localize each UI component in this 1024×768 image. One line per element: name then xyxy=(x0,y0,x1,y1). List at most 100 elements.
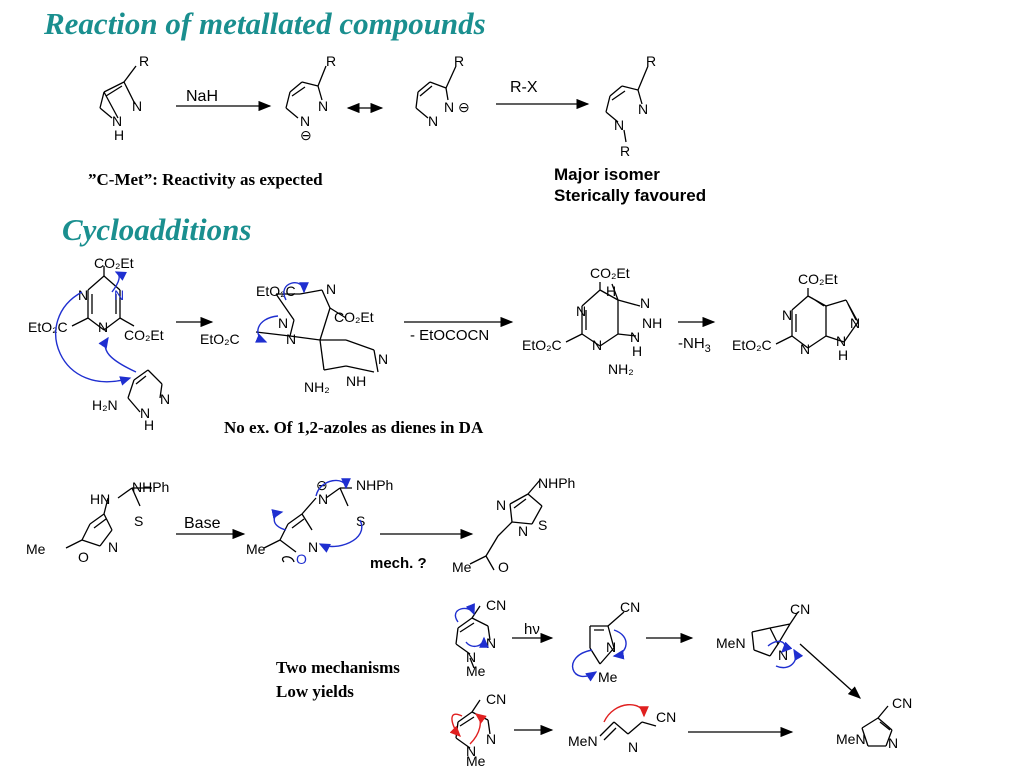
atom-label: CO₂Et xyxy=(334,309,374,325)
major-isomer-line: Major isomer xyxy=(554,165,660,184)
bicyclic-intermediate-1: CN N Me xyxy=(571,599,640,685)
atom-label: EtO₂C xyxy=(732,337,772,353)
pyrazolide-anion-resonance: R N ⊖ N xyxy=(415,53,470,129)
atom-label: N xyxy=(326,281,336,297)
two-mechanisms-line: Two mechanisms xyxy=(276,658,400,677)
atom-label: N xyxy=(98,319,108,335)
atom-label: R xyxy=(139,53,149,69)
n-methylpyrazole-carbonitrile-top: CN N N Me xyxy=(454,597,506,679)
atom-label: MeN xyxy=(568,733,598,749)
atom-label: MeN xyxy=(836,731,866,747)
atom-label: CN xyxy=(486,691,506,707)
n-methylimidazole-carbonitrile: CN MeN N xyxy=(836,695,912,751)
atom-label: CO₂Et xyxy=(124,327,164,343)
atom-label: N xyxy=(318,98,328,114)
atom-label: N xyxy=(318,491,328,507)
n-methylpyrazole-carbonitrile-bottom: CN N N Me xyxy=(449,691,506,768)
reagent-label: hν xyxy=(524,621,540,638)
low-yields-line: Low yields xyxy=(276,682,354,701)
atom-label: S xyxy=(538,517,547,533)
atom-label: EtO₂C xyxy=(28,319,68,335)
atom-label: N xyxy=(466,743,476,759)
atom-label: N xyxy=(286,331,296,347)
atom-label: N xyxy=(112,113,122,129)
atom-label: Me xyxy=(246,541,266,557)
atom-label: MeN xyxy=(716,635,746,651)
major-isomer-note: Major isomer Sterically favoured xyxy=(554,164,706,206)
atom-label: O xyxy=(498,559,509,575)
atom-label: N xyxy=(888,735,898,751)
atom-label: Me xyxy=(452,559,472,575)
atom-label: N xyxy=(576,303,586,319)
atom-label: CN xyxy=(656,709,676,725)
atom-label: N xyxy=(592,337,602,353)
atom-label: N xyxy=(466,649,476,665)
cycloadduct: EtO₂C N N N CO₂Et EtO₂C NH₂ NH N xyxy=(200,281,388,395)
atom-label: H xyxy=(838,347,848,363)
atom-label: N xyxy=(140,405,150,421)
diels-alder-caption: No ex. Of 1,2-azoles as dienes in DA xyxy=(224,418,484,437)
atom-label: H xyxy=(114,127,124,143)
atom-label: HN xyxy=(90,491,110,507)
reagent-label: NaH xyxy=(186,88,218,105)
atom-label: R xyxy=(326,53,336,69)
atom-label: R xyxy=(620,143,630,159)
atom-label: EtO₂C xyxy=(522,337,562,353)
atom-label: N xyxy=(160,391,170,407)
pyrazole-nh: R N N H xyxy=(99,53,149,143)
atom-label: NHPh xyxy=(538,475,575,491)
atom-label: H xyxy=(606,283,616,299)
atom-label: NH₂ xyxy=(608,361,634,377)
atom-label: N xyxy=(78,287,88,303)
dihydro-pyrazolopyrimidine: CO₂Et H N N N NH N H EtO₂C NH₂ xyxy=(522,265,662,377)
atom-label: NHPh xyxy=(132,479,169,495)
n-alkyl-pyrazole: R N N R xyxy=(605,53,656,159)
atom-label: NH₂ xyxy=(304,379,330,395)
reagent-label: R-X xyxy=(510,79,538,96)
atom-label: O xyxy=(78,549,89,565)
c-met-caption: ”C-Met”: Reactivity as expected xyxy=(88,170,323,189)
atom-label: EtO₂C xyxy=(200,331,240,347)
page-title: Reaction of metallated compounds xyxy=(44,6,486,41)
atom-label: NH xyxy=(642,315,662,331)
atom-label: CO₂Et xyxy=(94,255,134,271)
photochem-caption: Two mechanisms Low yields xyxy=(276,656,400,704)
atom-label: H xyxy=(144,417,154,433)
atom-label: EtO₂C xyxy=(256,283,296,299)
atom-label: Me xyxy=(26,541,46,557)
atom-label: H xyxy=(632,343,642,359)
atom-label: CN xyxy=(790,601,810,617)
reagent-label: -NH3 xyxy=(678,335,711,355)
atom-label: R xyxy=(646,53,656,69)
atom-label: N xyxy=(300,113,310,129)
atom-label: N xyxy=(850,315,860,331)
pyrazolopyrimidine-product: CO₂Et N N N N H EtO₂C xyxy=(732,271,860,363)
atom-label: N xyxy=(496,497,506,513)
thiourea-anion: Me O N N ⊖ NHPh S xyxy=(246,477,393,567)
atom-label: N xyxy=(278,315,288,331)
pyrazolide-anion: R N N ⊖ xyxy=(285,53,336,143)
atom-label: N xyxy=(428,113,438,129)
atom-label: N xyxy=(486,635,496,651)
atom-label: N xyxy=(444,99,454,115)
atom-label: H₂N xyxy=(92,397,118,413)
atom-label: N xyxy=(628,739,638,755)
atom-label: N xyxy=(606,639,616,655)
atom-label: N xyxy=(640,295,650,311)
atom-label: N xyxy=(836,333,846,349)
reagent-label: - EtOCOCN xyxy=(410,327,489,344)
thiadiazole-product: N S N NHPh Me O xyxy=(452,475,575,575)
reaction-arrow xyxy=(799,643,861,699)
atom-label: N xyxy=(638,101,648,117)
atom-label: CN xyxy=(486,597,506,613)
atom-label: Me xyxy=(466,753,486,768)
atom-label: Me xyxy=(466,663,486,679)
atom-label: N xyxy=(132,98,142,114)
open-chain-intermediate: MeN N CN xyxy=(568,703,676,755)
section-title-cycloadditions: Cycloadditions xyxy=(62,212,252,247)
atom-label: R xyxy=(454,53,464,69)
aminopyrazole-dienophile: N N H H₂N xyxy=(92,336,170,433)
atom-label: N xyxy=(518,523,528,539)
atom-label: N xyxy=(630,329,640,345)
